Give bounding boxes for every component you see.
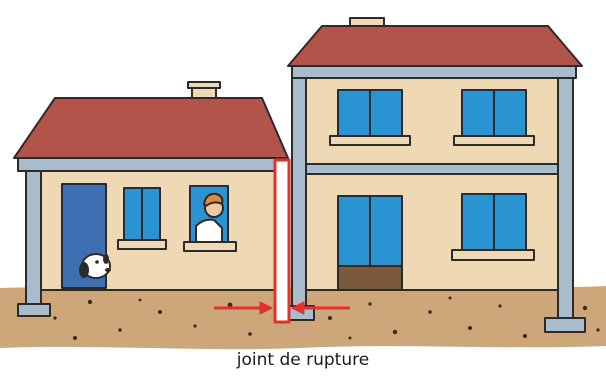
small-house-left-pillar [25,170,42,305]
expansion-joint-arrows-icon [214,301,350,315]
expansion-joint-gap [273,158,291,324]
caption: joint de rupture [236,350,370,370]
person-at-window-icon [183,185,237,252]
dog-icon [79,253,111,279]
small-house-window [117,187,167,250]
ground-pebbles [18,296,600,340]
big-house-glass-door [337,195,403,291]
big-house-lower-right-window [451,193,535,261]
small-house-roof [13,97,289,159]
big-house-upper-left-window [329,89,411,146]
big-house-right-pillar [557,77,574,319]
big-house-upper-right-window [453,89,535,146]
small-house-left-footing [17,303,51,317]
big-house-left-pillar [291,77,307,307]
big-house-right-footing [544,317,586,333]
big-house-roof [287,25,583,67]
big-house-floor-beam [297,163,567,175]
big-house-top-beam [291,65,577,79]
small-house-beam [17,157,285,172]
